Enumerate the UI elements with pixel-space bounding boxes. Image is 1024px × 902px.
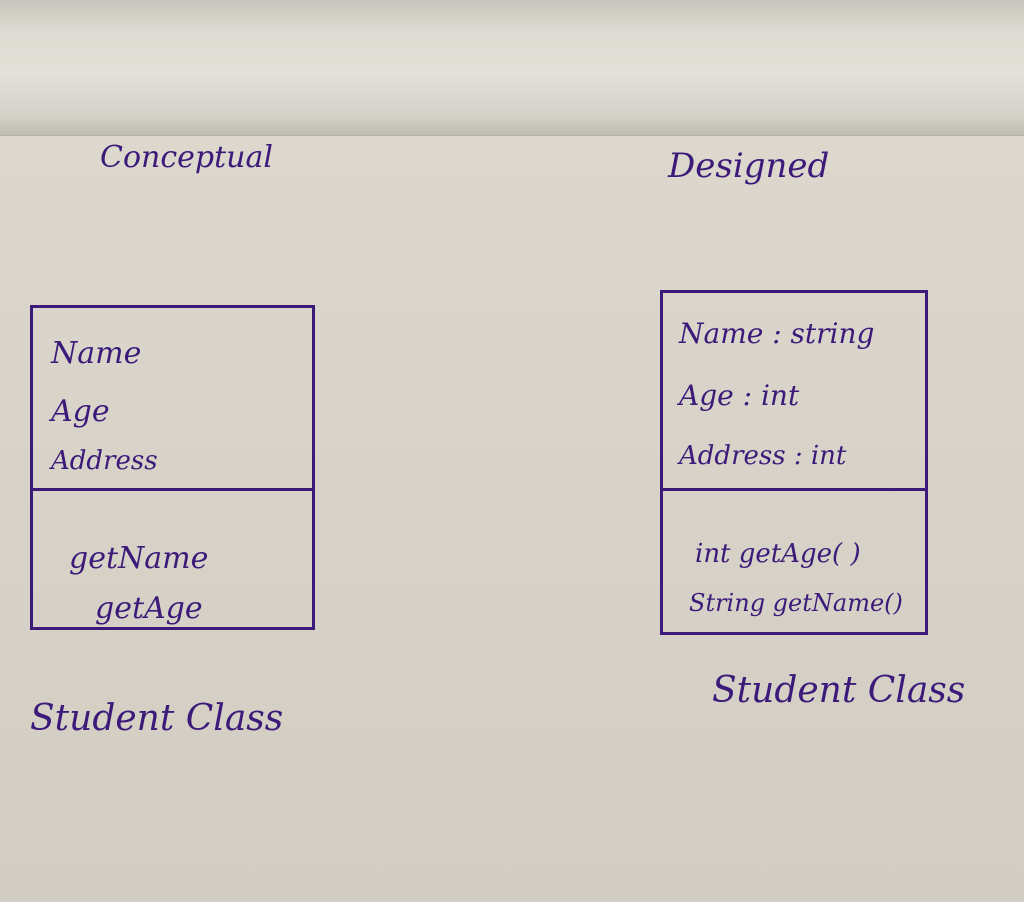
operation-getage: getAge: [95, 591, 203, 626]
attribute-name: Name: [51, 336, 142, 371]
conceptual-attributes-section: Name Age Address: [33, 308, 312, 491]
attribute-name-string: Name : string: [679, 317, 875, 350]
conceptual-class-box: Name Age Address getName getAge: [30, 305, 315, 630]
attribute-address-int: Address : int: [679, 441, 847, 471]
operation-getname: getName: [69, 541, 209, 576]
designed-class-box: Name : string Age : int Address : int in…: [660, 290, 928, 635]
designed-attributes-section: Name : string Age : int Address : int: [663, 293, 925, 491]
attribute-age-int: Age : int: [679, 379, 800, 412]
designed-caption: Student Class: [712, 670, 966, 711]
conceptual-operations-section: getName getAge: [33, 491, 312, 627]
designed-heading: Designed: [668, 146, 830, 186]
attribute-age: Age: [51, 394, 110, 429]
operation-int-getage: int getAge( ): [695, 539, 861, 569]
attribute-address: Address: [51, 446, 158, 476]
paper-fold: [0, 0, 1024, 136]
designed-operations-section: int getAge( ) String getName(): [663, 507, 925, 632]
conceptual-caption: Student Class: [30, 698, 284, 739]
conceptual-heading: Conceptual: [100, 140, 273, 175]
operation-string-getname: String getName(): [689, 589, 903, 617]
